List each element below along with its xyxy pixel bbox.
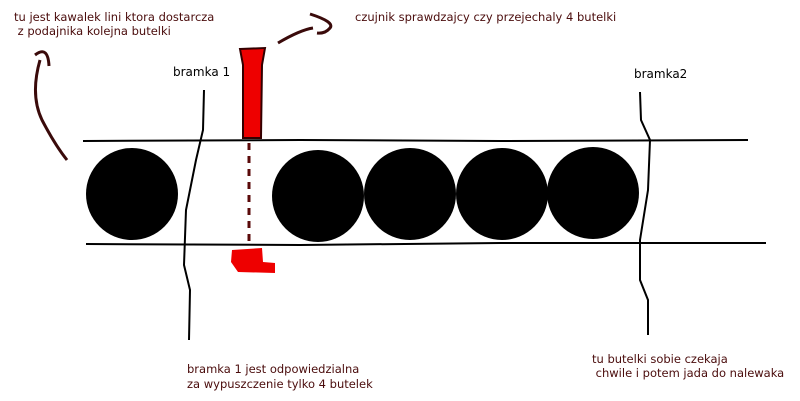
- sensor-note: czujnik sprawdzajcy czy przejechaly 4 bu…: [355, 10, 616, 24]
- gate1-description-line2: za wypuszczenie tylko 4 butelek: [187, 377, 373, 391]
- waiting-note-line2: chwile i potem jada do nalewaka: [592, 366, 784, 380]
- gate1-line: [182, 89, 205, 341]
- gate2-line: [639, 91, 652, 335]
- conveyor-bottom-rail: [85, 242, 766, 247]
- gate1-description-line1: bramka 1 jest odpowiedzialna: [187, 362, 359, 376]
- gate2-label: bramka2: [634, 67, 687, 81]
- feed-arrow-line: [34, 59, 69, 161]
- sensor-arrow-head-icon: [309, 12, 333, 35]
- bottle: [272, 150, 364, 242]
- sensor-receiver: [231, 248, 275, 273]
- gate1-label: bramka 1: [173, 65, 230, 79]
- sensor-arrow-line: [277, 26, 314, 45]
- waiting-note-line1: tu butelki sobie czekaja: [592, 352, 728, 366]
- bottle: [86, 148, 178, 240]
- sensor-emitter: [238, 46, 267, 139]
- bottle: [364, 148, 456, 240]
- bottle: [456, 148, 548, 240]
- feed-arrow-head-icon: [34, 50, 51, 67]
- feed-line-note-line2: z podajnika kolejna butelki: [14, 24, 171, 38]
- conveyor-top-rail: [82, 138, 749, 143]
- bottle: [547, 147, 639, 239]
- feed-line-note-line1: tu jest kawalek lini ktora dostarcza: [14, 10, 214, 24]
